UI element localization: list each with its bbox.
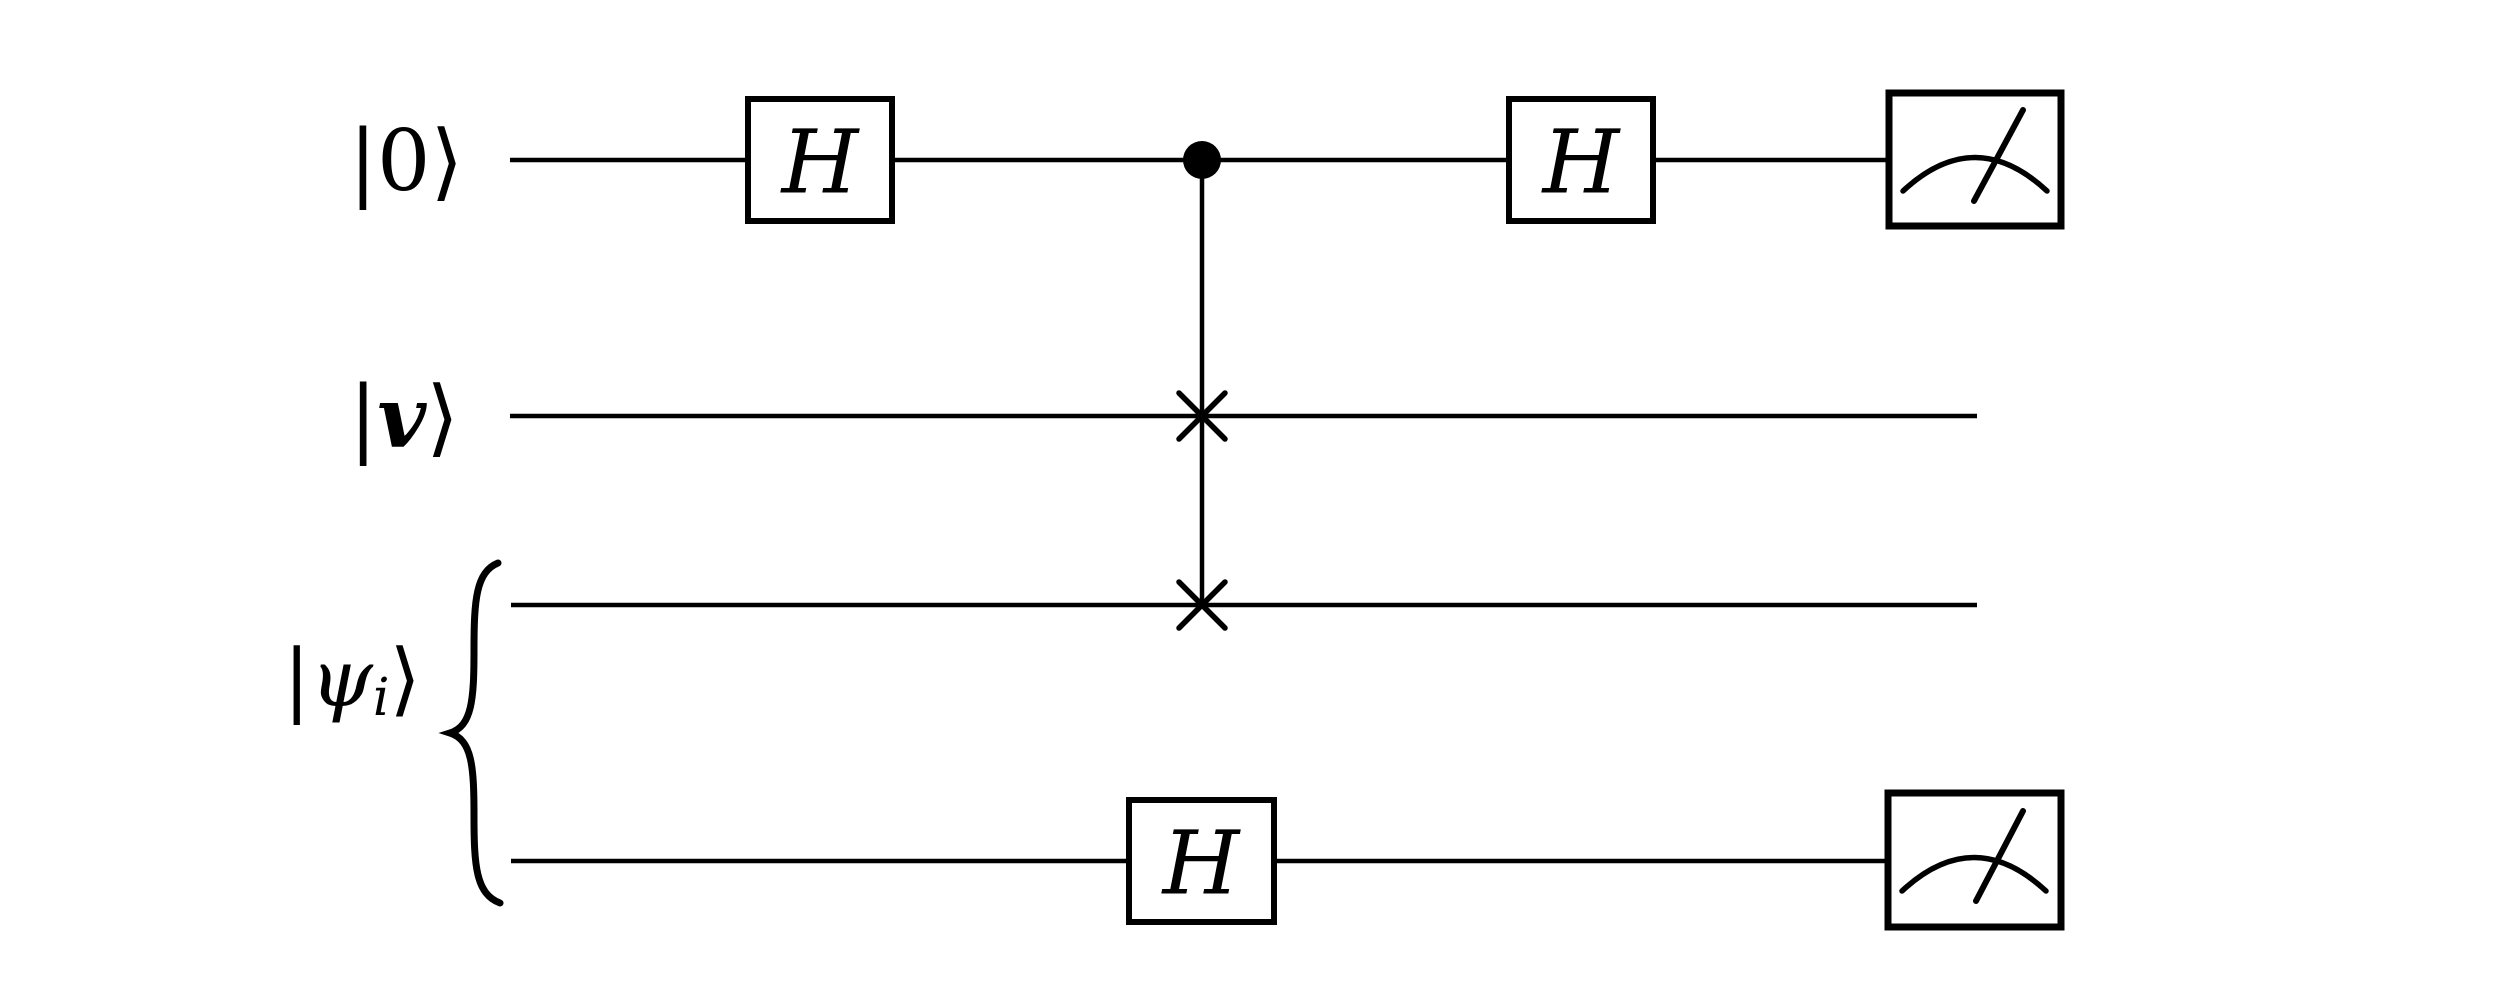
hadamard-gate-bottom: H: [1126, 797, 1277, 925]
hadamard-gate-box: [745, 96, 895, 224]
swap-cross-icon-lower: [1176, 579, 1228, 631]
psi-ket-subscript: i: [373, 668, 390, 728]
psi-ket-close: ⟩: [390, 632, 421, 725]
qubit-v-ket-close: ⟩: [426, 368, 459, 466]
measurement-meter-top: [1885, 89, 2065, 230]
meter-arc-icon: [1899, 854, 2049, 894]
control-dot-icon: [1183, 141, 1221, 179]
measurement-meter-bottom: [1884, 789, 2065, 931]
meter-arc-icon: [1900, 154, 2050, 194]
qubit-zero-ket-label: |0⟩: [349, 112, 464, 210]
qubit-v-ket-open: |: [349, 368, 377, 466]
hadamard-gate-top-first: H: [745, 96, 895, 224]
hadamard-gate-label: H: [1541, 111, 1622, 214]
hadamard-gate-top-second: H: [1506, 96, 1656, 224]
hadamard-gate-box: [1506, 96, 1656, 224]
hadamard-gate-label: H: [780, 111, 861, 214]
hadamard-gate-box: [1126, 797, 1277, 925]
psi-ket-letter: ψ: [310, 632, 374, 725]
meter-needle-icon: [1971, 107, 2026, 204]
psi-ket-label: |ψi⟩: [283, 632, 421, 729]
swap-cross-icon-upper: [1176, 390, 1228, 442]
hadamard-gate-label: H: [1161, 812, 1242, 915]
meter-needle-icon: [1973, 808, 2026, 904]
psi-group-brace-icon: [438, 559, 504, 907]
qubit-v-ket-label: |v⟩: [349, 368, 459, 467]
psi-ket-open: |: [283, 632, 310, 725]
qubit-v-ket-letter: v: [377, 368, 427, 467]
